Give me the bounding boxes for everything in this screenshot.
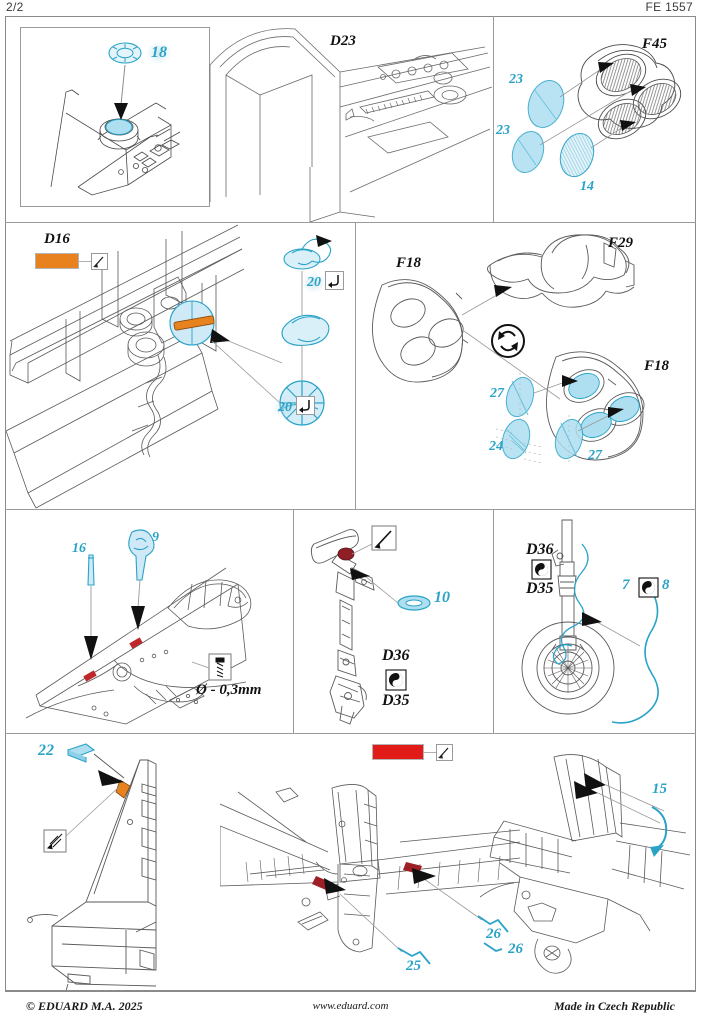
remove-part-icon-wheel bbox=[535, 563, 548, 576]
bend-icon-a bbox=[325, 271, 344, 290]
divider-col-mid bbox=[355, 222, 356, 509]
bend-icon-b bbox=[296, 396, 315, 415]
part-number-27-b: 27 bbox=[588, 448, 602, 463]
part-16-glyph bbox=[87, 554, 95, 586]
origin-text: Made in Czech Republic bbox=[553, 999, 675, 1013]
part-number-18: 18 bbox=[146, 42, 172, 64]
label-f29: F29 bbox=[608, 235, 634, 251]
part-26-glyph bbox=[477, 915, 509, 933]
part-9-glyph bbox=[128, 529, 155, 581]
swatch-connector bbox=[79, 261, 91, 262]
remove-part-icon bbox=[389, 673, 403, 687]
step-25-26-tail-panel: 25 26 bbox=[220, 734, 520, 990]
drawing-tail-detail bbox=[480, 754, 691, 974]
part-number-10: 10 bbox=[434, 589, 450, 606]
part-number-27-a: 27 bbox=[490, 386, 504, 401]
step-d23-fuselage-panel: D23 bbox=[200, 17, 493, 222]
drawing-instrument-bay bbox=[50, 42, 181, 196]
part-number-8: 8 bbox=[662, 577, 670, 593]
label-f18-right: F18 bbox=[644, 358, 670, 374]
part-22-glyph bbox=[66, 743, 96, 763]
part-number-23-a: 23 bbox=[509, 72, 523, 87]
part-number-14: 14 bbox=[580, 179, 594, 194]
part-20-mid-glyph bbox=[281, 314, 330, 346]
step-16-9-panel: 16 9 Ø - 0,3mm bbox=[6, 510, 293, 733]
copyright-text: © EDUARD M.A. 2025 bbox=[26, 999, 143, 1013]
step-d16-panel: D16 20 20 bbox=[6, 223, 355, 509]
label-d16: D16 bbox=[44, 231, 70, 247]
paint-swatch-red bbox=[372, 744, 424, 760]
step-22-tailfin-panel: 22 bbox=[6, 734, 246, 990]
page-number: 2/2 bbox=[6, 0, 24, 14]
label-d35-b: D35 bbox=[526, 580, 554, 597]
rotate-icon bbox=[491, 324, 525, 358]
part-20-upper-glyph bbox=[283, 238, 332, 270]
paint-swatch-orange bbox=[35, 253, 79, 269]
part-number-20-a: 20 bbox=[302, 273, 326, 293]
part-number-20-b: 20 bbox=[273, 398, 297, 418]
inset-frame-18 bbox=[20, 27, 210, 207]
label-d36-b: D36 bbox=[526, 541, 554, 558]
drawing-tailplane-assembly bbox=[220, 784, 520, 965]
step-f45-panel: F45 23 23 14 bbox=[494, 17, 696, 222]
drill-marker-9 bbox=[129, 637, 143, 649]
drawing-wing-root bbox=[25, 529, 252, 725]
divider-row1 bbox=[5, 222, 696, 223]
part-26-glyph-b bbox=[483, 942, 503, 952]
drawing-gear-leg bbox=[310, 525, 431, 725]
page-footer: © EDUARD M.A. 2025 www.eduard.com Made i… bbox=[0, 995, 701, 1023]
drill-note: Ø - 0,3mm bbox=[196, 682, 262, 698]
step-7-8-wheel-panel: D36 D35 7 8 bbox=[494, 510, 696, 733]
remove-part-icon-line bbox=[642, 581, 655, 594]
drawing-d23-fuselage bbox=[209, 28, 493, 222]
step-10-gear-leg-panel: 10 D36 D35 bbox=[294, 510, 493, 733]
website-url[interactable]: www.eduard.com bbox=[312, 1000, 389, 1012]
divider-col-low-b bbox=[493, 509, 494, 733]
part-number-9: 9 bbox=[152, 530, 159, 545]
page-header: 2/2 FE 1557 bbox=[0, 0, 701, 17]
divider-col-low-a bbox=[293, 509, 294, 733]
sand-icon bbox=[46, 833, 63, 850]
step-18-instrument-panel: 18 bbox=[6, 17, 493, 222]
drawing-wheel-brakelines bbox=[521, 519, 659, 724]
paint-brush-icon-red bbox=[436, 744, 453, 761]
part-10-glyph bbox=[397, 595, 431, 611]
part-number-23-b: 23 bbox=[496, 123, 510, 138]
part-18-glyph bbox=[108, 42, 142, 64]
knife-icon bbox=[374, 530, 392, 549]
part-number-26-b: 26 bbox=[508, 941, 523, 957]
drawing-tail-fin bbox=[27, 743, 157, 990]
kit-code: FE 1557 bbox=[645, 0, 693, 14]
footer-divider bbox=[5, 991, 696, 992]
label-f18-left: F18 bbox=[396, 255, 422, 271]
drawing-f18-f29 bbox=[372, 234, 645, 465]
red-swatch-connector bbox=[424, 752, 436, 753]
instruction-sheet-frame bbox=[5, 16, 696, 991]
label-f45: F45 bbox=[642, 36, 668, 52]
step-15-tail-detail-panel: 15 26 bbox=[480, 745, 696, 990]
label-d36-a: D36 bbox=[382, 647, 410, 664]
divider-col-top bbox=[493, 16, 494, 222]
drill-icon bbox=[215, 657, 225, 678]
part-number-26: 26 bbox=[486, 926, 501, 942]
part-10-location bbox=[337, 547, 355, 561]
drawing-f45-intakes bbox=[511, 44, 682, 177]
divider-row2 bbox=[5, 509, 696, 510]
label-d35-a: D35 bbox=[382, 692, 410, 709]
part-number-22: 22 bbox=[38, 742, 54, 759]
label-d23: D23 bbox=[330, 33, 356, 49]
divider-row3 bbox=[5, 733, 696, 734]
part-number-24: 24 bbox=[489, 439, 503, 454]
step-f18-f29-panel: F18 F29 F18 27 24 27 bbox=[356, 223, 696, 509]
paint-brush-icon bbox=[91, 253, 108, 270]
part-15-glyph bbox=[650, 806, 668, 857]
drill-marker-16 bbox=[83, 670, 97, 682]
part-number-15: 15 bbox=[652, 781, 667, 797]
part-25-glyph bbox=[397, 947, 431, 965]
part-number-25: 25 bbox=[406, 958, 421, 974]
part-number-16: 16 bbox=[72, 541, 86, 556]
part-number-7: 7 bbox=[622, 577, 630, 593]
